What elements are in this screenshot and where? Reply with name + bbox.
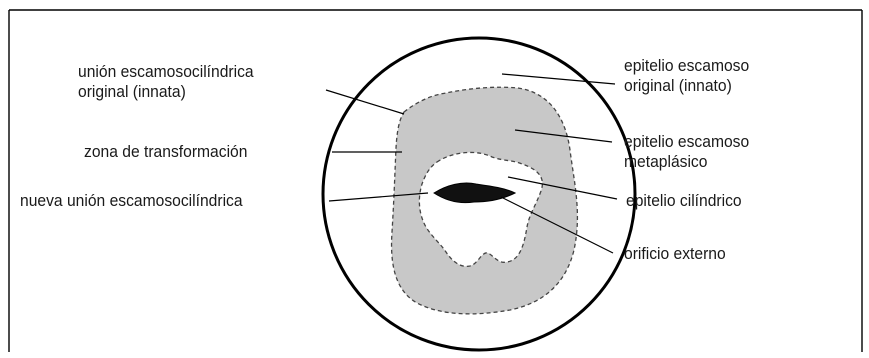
label-original-squamous: epitelio escamoso original (innato) (624, 56, 749, 96)
label-original-squamous-line1: epitelio escamoso (624, 56, 749, 76)
label-external-os: orificio externo (624, 244, 726, 264)
label-metaplastic-squamous: epitelio escamoso metaplásico (624, 132, 749, 172)
label-new-scj: nueva unión escamosocilíndrica (20, 191, 243, 211)
label-original-scj-line2: original (innata) (78, 82, 254, 102)
label-metaplastic-squamous-line1: epitelio escamoso (624, 132, 749, 152)
label-original-scj: unión escamosocilíndrica original (innat… (78, 62, 254, 102)
label-metaplastic-squamous-line2: metaplásico (624, 152, 749, 172)
label-transformation-zone: zona de transformación (84, 142, 247, 162)
label-original-scj-line1: unión escamosocilíndrica (78, 62, 254, 82)
label-original-squamous-line2: original (innato) (624, 76, 749, 96)
label-columnar: epitelio cilíndrico (626, 191, 742, 211)
